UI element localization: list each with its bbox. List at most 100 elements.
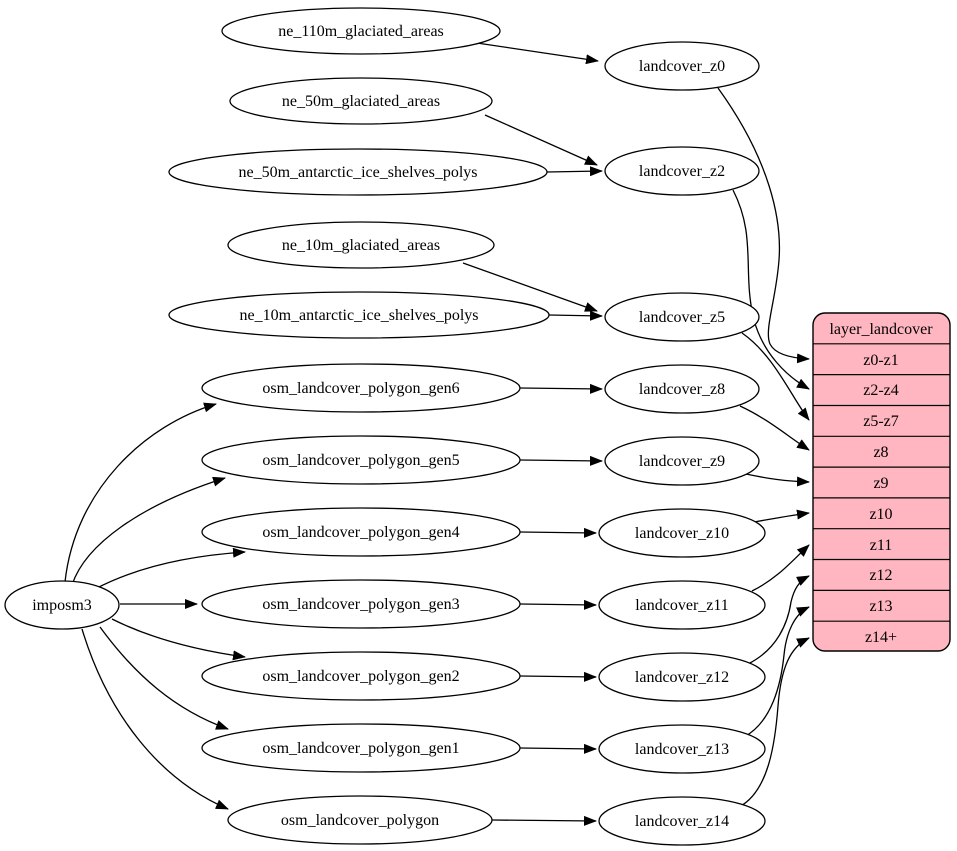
intermediate-ellipse — [598, 796, 766, 846]
source-ellipse — [229, 77, 493, 125]
layer-table-row-z9: z9 — [873, 475, 888, 492]
edge-z0-to-row-z0-z1 — [717, 87, 810, 364]
edge-z14-to-row-z14plus — [738, 637, 810, 808]
source-label: osm_landcover_polygon_gen1 — [262, 740, 459, 757]
node-ne_10m_antarctic_ice_shelves_polys: ne_10m_antarctic_ice_shelves_polys — [168, 291, 550, 339]
node-ne_50m_antarctic_ice_shelves_polys: ne_50m_antarctic_ice_shelves_polys — [168, 148, 548, 196]
node-ne_110m_glaciated_areas: ne_110m_glaciated_areas — [221, 7, 501, 55]
node-landcover_z5: landcover_z5 — [604, 292, 760, 342]
node-landcover_z2: landcover_z2 — [604, 146, 760, 196]
imposm3-ellipse — [4, 580, 120, 630]
node-osm_landcover_polygon_gen4: osm_landcover_polygon_gen4 — [201, 507, 521, 557]
source-label: osm_landcover_polygon_gen5 — [262, 452, 459, 469]
edge-ne50m-glaciated-to-z2 — [484, 114, 598, 166]
node-osm_landcover_polygon: osm_landcover_polygon — [227, 795, 493, 845]
source-ellipse — [221, 7, 501, 55]
layer-table-row-z10: z10 — [869, 506, 892, 523]
node-osm_landcover_polygon_gen2: osm_landcover_polygon_gen2 — [201, 651, 521, 701]
layer-table: layer_landcover z0-z1 z2-z4 z5-z7 z8 z9 … — [812, 312, 951, 652]
layer-table-row-z13: z13 — [869, 598, 892, 615]
edge-z11-to-row-z11 — [751, 544, 810, 592]
edge-gen1-to-z13 — [519, 743, 597, 754]
layer-table-background — [812, 312, 951, 652]
intermediate-label: landcover_z10 — [635, 525, 729, 542]
edges-sources-to-intermediates — [462, 42, 603, 826]
intermediate-label: landcover_z11 — [635, 597, 729, 614]
node-landcover_z8: landcover_z8 — [604, 364, 760, 414]
edge-ne10m-antarctic-to-z5 — [548, 310, 603, 321]
intermediate-ellipse — [604, 436, 760, 486]
edge-z10-to-row-z10 — [747, 509, 810, 524]
source-label: osm_landcover_polygon_gen3 — [262, 596, 459, 613]
edge-imposm3-to-polygon — [81, 628, 229, 810]
node-landcover_z12: landcover_z12 — [598, 652, 766, 702]
edge-gen4-to-z10 — [519, 527, 597, 538]
edge-imposm3-to-gen1 — [99, 626, 229, 730]
intermediate-label: landcover_z8 — [639, 381, 725, 398]
edge-imposm3-to-gen5 — [71, 476, 226, 586]
edge-ne50m-antarctic-to-z2 — [546, 166, 603, 177]
source-ellipse — [201, 579, 521, 629]
layer-table-row-z14plus: z14+ — [865, 629, 897, 646]
intermediate-label: landcover_z5 — [639, 309, 725, 326]
source-ellipse — [227, 795, 493, 845]
intermediate-ellipse — [598, 724, 766, 774]
intermediate-label: landcover_z2 — [639, 163, 725, 180]
edge-z2-to-row-z2-z4 — [732, 189, 810, 390]
source-ellipse — [168, 291, 550, 339]
edge-ne10m-glaciated-to-z5 — [462, 262, 598, 312]
intermediate-label: landcover_z9 — [639, 453, 725, 470]
node-osm_landcover_polygon_gen1: osm_landcover_polygon_gen1 — [201, 723, 521, 773]
intermediate-ellipse — [604, 41, 760, 91]
intermediate-label: landcover_z12 — [635, 669, 729, 686]
node-osm_landcover_polygon_gen5: osm_landcover_polygon_gen5 — [201, 435, 521, 485]
edge-imposm3-to-gen6 — [64, 402, 217, 583]
intermediate-label: landcover_z13 — [635, 741, 729, 758]
source-ellipse — [201, 723, 521, 773]
edge-gen5-to-z9 — [519, 455, 603, 466]
layer-table-row-z0-z1: z0-z1 — [863, 352, 899, 369]
node-landcover_z13: landcover_z13 — [598, 724, 766, 774]
source-label: ne_50m_glaciated_areas — [282, 93, 440, 110]
source-label: ne_10m_antarctic_ice_shelves_polys — [239, 307, 478, 324]
node-imposm3: imposm3 — [4, 580, 120, 630]
edge-z8-to-row-z8 — [739, 405, 810, 451]
edges-intermediates-to-layer — [717, 87, 810, 808]
source-ellipse — [168, 148, 548, 196]
edge-z13-to-row-z13 — [743, 606, 810, 738]
node-landcover_z14: landcover_z14 — [598, 796, 766, 846]
node-landcover_z0: landcover_z0 — [604, 41, 760, 91]
source-label: ne_110m_glaciated_areas — [278, 23, 444, 40]
edge-imposm3-to-gen4 — [94, 547, 246, 590]
node-ne_10m_glaciated_areas: ne_10m_glaciated_areas — [227, 221, 495, 269]
node-osm_landcover_polygon_gen3: osm_landcover_polygon_gen3 — [201, 579, 521, 629]
layer-table-row-z5-z7: z5-z7 — [863, 413, 899, 430]
node-landcover_z11: landcover_z11 — [598, 580, 766, 630]
node-osm_landcover_polygon_gen6: osm_landcover_polygon_gen6 — [201, 363, 521, 413]
intermediate-ellipse — [598, 508, 766, 558]
layer-table-row-z12: z12 — [869, 567, 892, 584]
node-landcover_z9: landcover_z9 — [604, 436, 760, 486]
edge-ne110m-to-z0 — [476, 42, 599, 65]
edge-gen2-to-z12 — [519, 671, 597, 682]
intermediate-ellipse — [598, 652, 766, 702]
layer-table-row-z2-z4: z2-z4 — [863, 382, 899, 399]
layer-table-row-z8: z8 — [873, 444, 888, 461]
source-label: osm_landcover_polygon_gen2 — [262, 668, 459, 685]
node-ne_50m_glaciated_areas: ne_50m_glaciated_areas — [229, 77, 493, 125]
source-label: osm_landcover_polygon — [281, 812, 439, 829]
source-label: osm_landcover_polygon_gen4 — [262, 524, 459, 541]
intermediate-ellipse — [604, 146, 760, 196]
intermediate-ellipse — [598, 580, 766, 630]
intermediate-ellipse — [604, 292, 760, 342]
edges-imposm3-fanout — [64, 402, 246, 810]
source-ellipse — [201, 435, 521, 485]
source-label: osm_landcover_polygon_gen6 — [262, 380, 459, 397]
edge-gen6-to-z8 — [519, 383, 603, 394]
node-landcover_z10: landcover_z10 — [598, 508, 766, 558]
source-label: ne_10m_glaciated_areas — [282, 237, 440, 254]
intermediate-ellipse — [604, 364, 760, 414]
layer-table-title: layer_landcover — [829, 321, 933, 338]
